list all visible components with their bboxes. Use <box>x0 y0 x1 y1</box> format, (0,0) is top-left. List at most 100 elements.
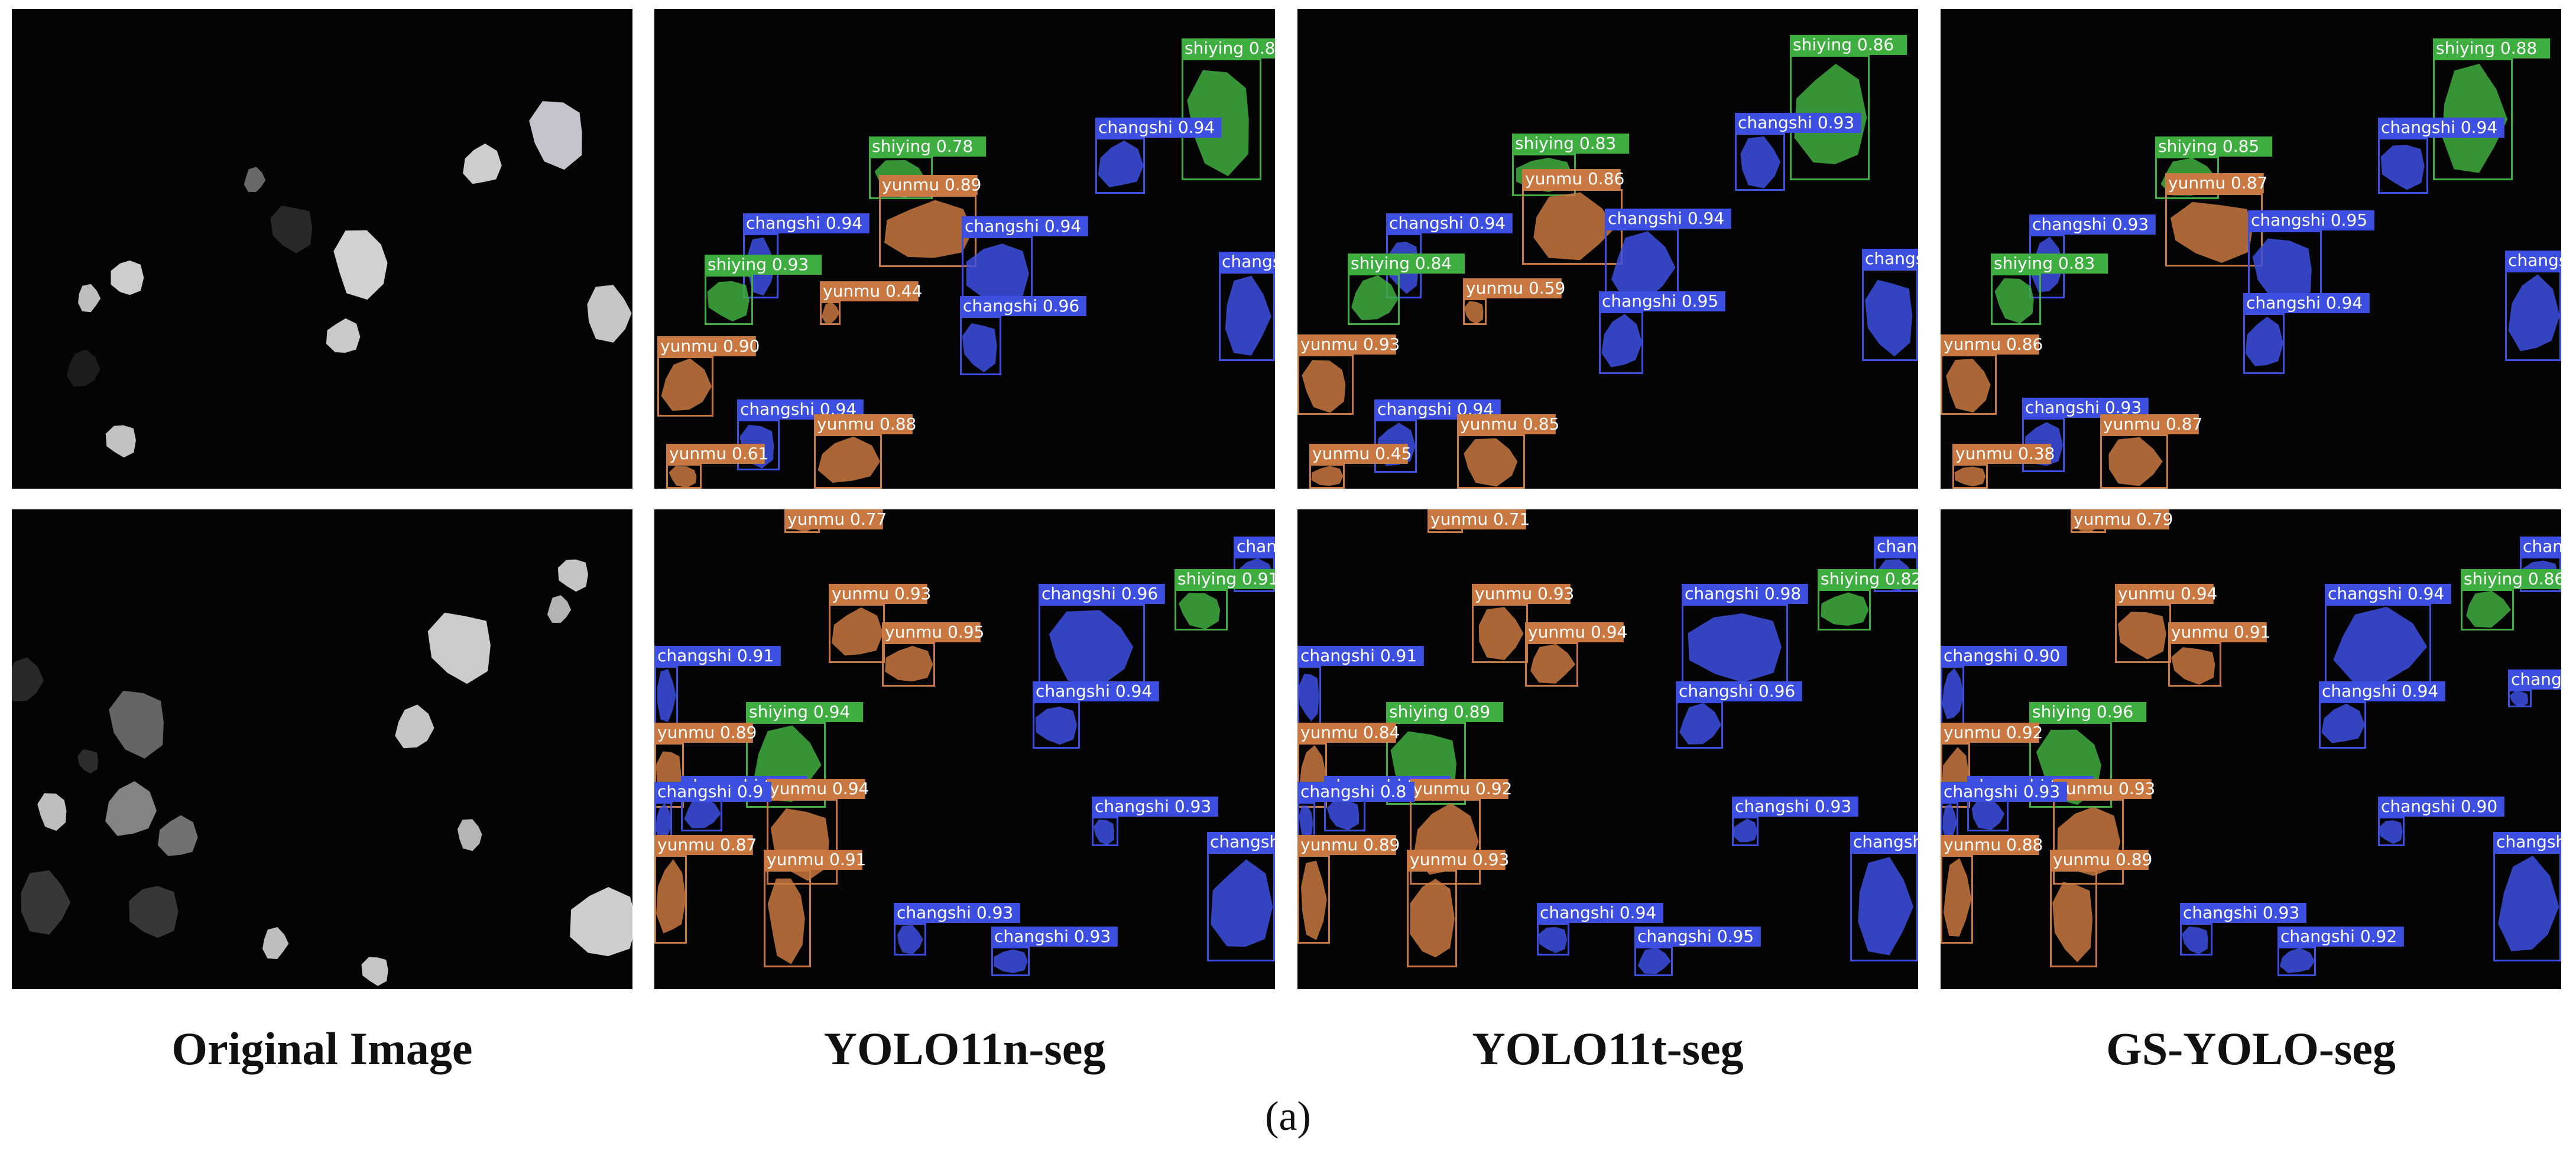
detection-changshi: changshi 0.96 <box>2493 832 2561 961</box>
bounding-box <box>767 799 838 885</box>
detection-changshi: changshi 0.93 <box>1941 782 2067 843</box>
label-background <box>1309 444 1408 464</box>
segmentation-mask <box>669 466 697 488</box>
detection-label: yunmu 0.93 <box>1475 584 1574 603</box>
detection-changshi: changshi 0.94 <box>1033 681 1159 749</box>
segmentation-mask <box>1946 359 1991 413</box>
detection-changshi: changshi 0.93 <box>1850 832 1918 961</box>
label-background <box>991 927 1118 947</box>
detection-label: changshi 0.8 <box>1300 782 1406 801</box>
detection-label: yunmu 0.93 <box>1410 850 1509 869</box>
label-background <box>1297 334 1396 355</box>
label-background <box>1735 113 1861 133</box>
bounding-box <box>1410 799 1481 885</box>
detection-shiying: shiying 0.91 <box>1175 569 1275 630</box>
detection-label: shiying 0.94 <box>749 702 850 722</box>
label-background <box>743 213 870 233</box>
bounding-box <box>1818 589 1871 630</box>
detection-label: yunmu 0.91 <box>2171 622 2270 642</box>
detection-yunmu: yunmu 0.71 <box>1427 509 1530 533</box>
detection-label: changshi 0.92 <box>2280 927 2397 946</box>
bounding-box <box>1386 722 1466 805</box>
label-background <box>2508 670 2561 690</box>
bounding-box <box>1862 269 1918 361</box>
row2-yolo11t-seg: yunmu 0.71changshi 0.90shiying 0.82yunmu… <box>1297 509 1918 989</box>
detection-changshi: changshi 0.29 <box>2508 670 2561 707</box>
detection-yunmu: yunmu 0.88 <box>1941 835 2043 944</box>
detection-label: shiying 0.83 <box>1994 254 2095 273</box>
label-background <box>1732 797 1858 817</box>
label-background <box>1033 681 1159 701</box>
bounding-box <box>2493 852 2561 961</box>
detection-label: yunmu 0.61 <box>669 444 768 463</box>
detection-label: changshi 0.93 <box>2032 214 2149 234</box>
bounding-box <box>1033 701 1080 749</box>
label-background <box>657 336 756 356</box>
segmentation-mask <box>2052 882 2092 963</box>
label-background <box>784 509 883 529</box>
label-background <box>1182 38 1275 58</box>
label-background <box>2378 797 2504 817</box>
label-background <box>1207 832 1275 852</box>
detection-label: changshi 0.92 <box>2523 537 2561 556</box>
detection-label: changshi 0.29 <box>2511 670 2561 689</box>
bounding-box <box>1991 274 2041 325</box>
bounding-box <box>654 743 684 808</box>
mineral-grain <box>78 284 101 313</box>
bounding-box <box>2378 138 2428 194</box>
detection-label: changshi 0.96 <box>2496 832 2561 852</box>
figure-label: (a) <box>1265 1094 1311 1139</box>
detection-label: yunmu 0.89 <box>2053 850 2152 869</box>
mineral-grain <box>12 657 44 701</box>
bounding-box <box>746 722 826 808</box>
segmentation-mask <box>966 243 1029 304</box>
detection-label: shiying 0.83 <box>1515 134 1616 153</box>
detection-label: yunmu 0.87 <box>657 835 757 854</box>
mineral-grain <box>557 559 588 592</box>
label-background <box>1427 509 1526 529</box>
label-background <box>2277 927 2404 947</box>
detection-yunmu: yunmu 0.90 <box>657 336 760 417</box>
detection-label: yunmu 0.92 <box>1944 723 2043 742</box>
bounding-box <box>1463 298 1487 325</box>
detection-changshi: changshi 0.93 <box>1092 797 1218 846</box>
label-background <box>1525 622 1624 642</box>
column-title-gs-yolo-seg: GS-YOLO-seg <box>2106 1023 2396 1074</box>
segmentation-mask <box>707 281 750 322</box>
segmentation-mask <box>1094 819 1115 846</box>
row1-original-svg <box>66 101 632 458</box>
detection-label: shiying 0.86 <box>2464 569 2561 589</box>
detection-label: changshi 0.94 <box>2381 118 2497 137</box>
bounding-box <box>1735 133 1785 191</box>
label-background <box>1991 254 2108 274</box>
detection-changshi: changshi 0.96 <box>1207 832 1275 961</box>
bounding-box <box>1297 855 1330 944</box>
detection-label: changshi 0.91 <box>1300 646 1417 665</box>
segmentation-mask <box>2466 590 2511 628</box>
detection-yunmu: yunmu 0.94 <box>1525 622 1627 687</box>
label-background <box>1407 850 1506 870</box>
label-background <box>869 136 987 157</box>
label-background <box>2493 832 2561 852</box>
mineral-grain <box>129 886 179 938</box>
detection-label: shiying 0.82 <box>1821 569 1918 589</box>
detection-shiying: shiying 0.82 <box>1818 569 1918 630</box>
detection-label: changshi 0.96 <box>963 296 1079 316</box>
detection-label: changshi 0.94 <box>746 213 862 233</box>
bounding-box <box>1941 855 1973 944</box>
detection-shiying: shiying 0.83 <box>1991 254 2108 325</box>
detection-yunmu: yunmu 0.85 <box>1457 414 1559 489</box>
label-background <box>746 702 864 722</box>
label-background <box>1410 779 1508 799</box>
mineral-grain <box>21 870 71 935</box>
detection-label: changshi 0.94 <box>965 216 1081 236</box>
detection-label: yunmu 0.79 <box>2074 509 2173 529</box>
label-background <box>1175 569 1275 589</box>
label-background <box>1941 334 2039 355</box>
detection-yunmu: yunmu 0.61 <box>666 444 768 489</box>
detection-label: yunmu 0.92 <box>1413 779 1512 798</box>
detection-yunmu: yunmu 0.79 <box>2071 509 2173 533</box>
label-background <box>1386 702 1504 722</box>
mineral-grain <box>463 143 502 184</box>
